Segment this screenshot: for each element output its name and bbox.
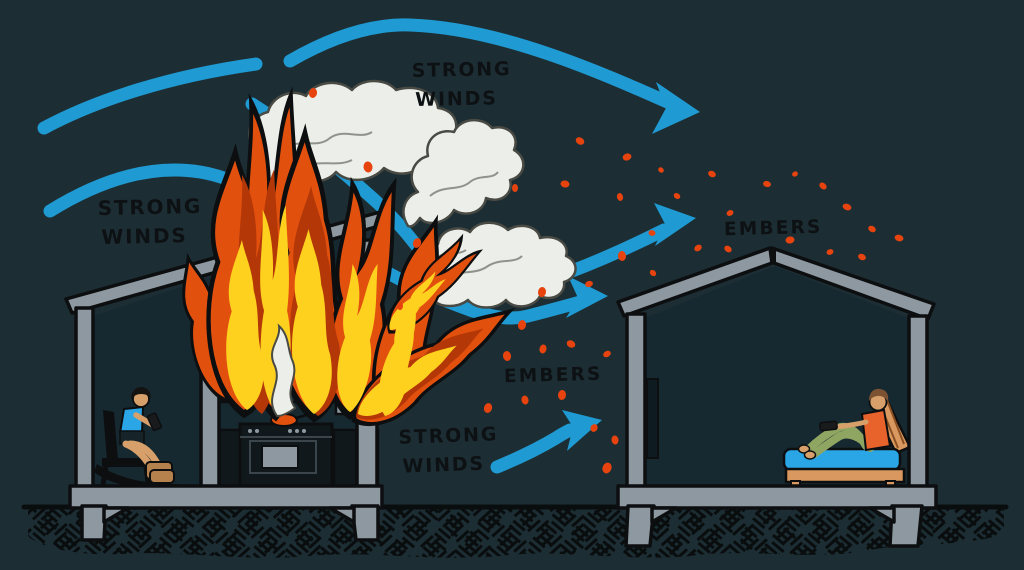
label-line: STRONG [97,193,203,221]
label-line: WINDS [101,223,188,250]
bed-base [784,467,906,484]
phone [146,412,163,432]
person-on-phone [118,387,175,484]
label-strong-winds-top: STRONG WINDS [411,55,512,115]
leg [80,504,108,542]
stove-knobs [248,429,306,433]
arrowhead-icon [652,82,700,134]
arrowhead-icon [566,276,608,318]
label-strong-winds-bottom: STRONG WINDS [398,420,500,481]
neighbor-house [616,246,938,548]
oven-window [261,445,299,469]
tv-remote [819,420,838,432]
leg-brace [328,506,356,524]
wind-arrow-top [37,18,700,135]
wall-left [74,306,95,491]
torso-shirt [860,408,892,452]
leg-brace [868,506,896,524]
label-line: WINDS [402,452,486,478]
stove [238,422,334,488]
label-line: WINDS [415,87,498,111]
label-line: EMBERS [723,216,823,241]
hair [131,387,151,399]
fire [171,96,524,437]
leg [810,430,874,458]
label-embers-right: EMBERS [724,213,823,245]
boot [149,469,175,484]
house-frame [616,246,938,548]
floor-band [616,484,938,510]
floor-band [68,484,384,510]
arrowhead-icon [654,203,696,246]
arm [833,419,869,430]
leg [624,504,656,548]
person-with-remote [797,388,892,460]
hair [869,388,889,402]
smoke-cloud-2 [402,119,525,228]
label-line: EMBERS [503,363,603,388]
arrowhead-icon [562,410,602,451]
label-line: STRONG [398,423,499,449]
roof-slab-left [616,246,774,318]
wall-right [907,314,929,491]
oven-door [249,440,317,474]
label-embers-middle: EMBERS [504,360,603,392]
ground [21,504,1009,558]
pot-smoke-wisp [271,323,297,418]
wind-arrow-bottom [490,410,602,474]
wall-left [625,312,647,491]
label-strong-winds-left: STRONG WINDS [97,192,203,252]
counter-left [216,428,242,489]
label-line: STRONG [411,57,512,83]
foot [803,450,817,460]
embers-group [308,88,904,474]
leg-brace [650,506,678,524]
leg [350,504,380,542]
leg [888,504,924,548]
door-slot [646,378,659,459]
leg-brace [102,506,130,524]
